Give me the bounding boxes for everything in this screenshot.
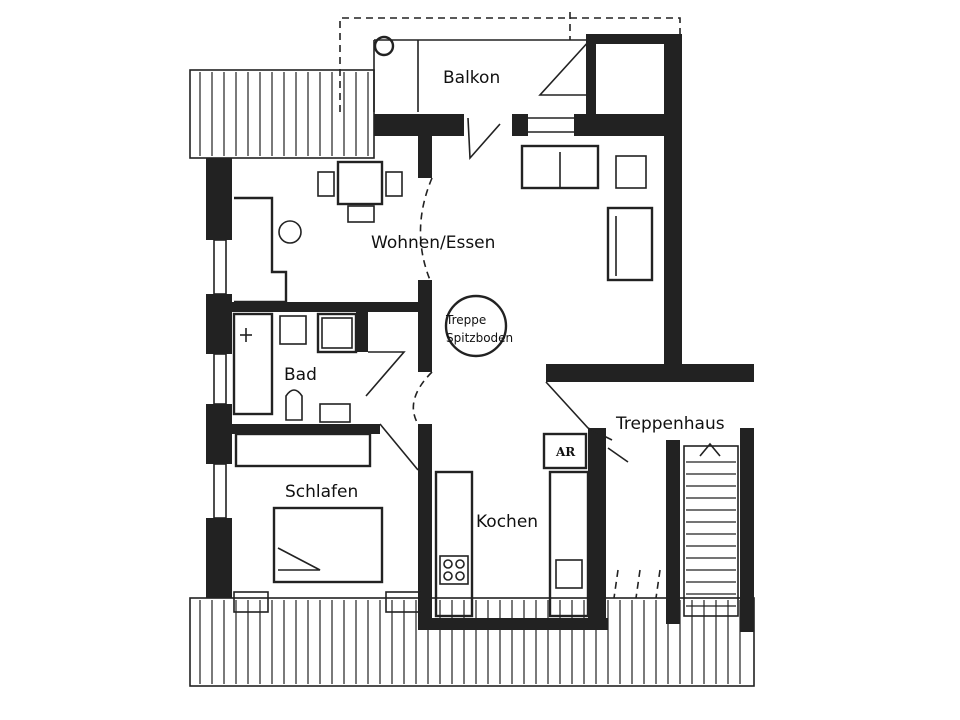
sink-icon xyxy=(555,559,583,589)
windows-left xyxy=(213,239,227,519)
attic-stair: Treppe Spitzboden xyxy=(444,294,513,358)
desk xyxy=(234,196,302,304)
room-label-balkon: Balkon xyxy=(443,68,500,88)
stove-icon xyxy=(439,555,469,585)
balcony-drain-icon xyxy=(373,35,395,57)
kitchen-fixtures: AR xyxy=(434,381,613,618)
room-label-bad: Bad xyxy=(284,365,317,385)
sofa xyxy=(520,144,654,282)
room-labels: Balkon Wohnen/Essen Bad Schlafen Kochen … xyxy=(284,68,725,532)
room-label-wohnen: Wohnen/Essen xyxy=(371,233,495,253)
balcony-outline xyxy=(339,12,681,112)
staircase xyxy=(607,442,739,617)
bedroom-furniture xyxy=(233,432,421,613)
stair-label-line1: Treppe xyxy=(445,313,486,327)
ar-box xyxy=(542,432,588,470)
living-doors xyxy=(412,177,433,425)
toilet-icon xyxy=(285,389,303,421)
stair-label-line2: Spitzboden xyxy=(446,331,513,345)
ar-label: AR xyxy=(555,445,576,459)
dining-table xyxy=(317,160,403,223)
balcony-doors xyxy=(467,117,574,161)
room-label-schlafen: Schlafen xyxy=(285,482,358,502)
bathroom-fixtures xyxy=(232,312,419,471)
roof-hatch-top xyxy=(189,69,375,159)
room-label-treppenhaus: Treppenhaus xyxy=(615,414,725,434)
walls xyxy=(206,34,754,632)
room-label-kochen: Kochen xyxy=(476,512,538,532)
